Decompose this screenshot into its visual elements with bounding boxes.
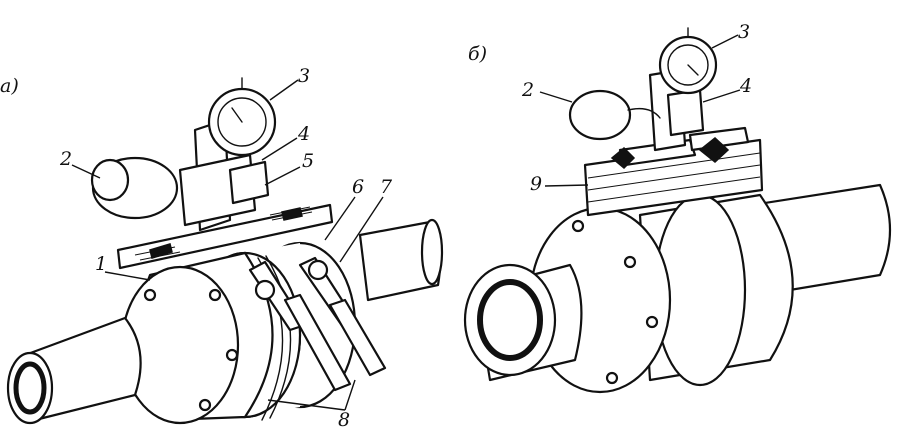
label-b-2: 2	[521, 79, 534, 101]
label-b-4: 4	[739, 75, 752, 97]
label-a-5: 5	[302, 150, 314, 172]
label-a-2: 2	[59, 148, 72, 170]
label-b-9: 9	[530, 173, 542, 195]
label-a-8: 8	[338, 409, 350, 431]
label-b-3: 3	[738, 21, 750, 43]
label-a-1: 1	[95, 253, 107, 275]
panel-a-title: а)	[0, 75, 19, 97]
label-a-3: 3	[298, 65, 310, 87]
panel-a-labels: а) 1 2 3 4 5 6 7 8	[0, 65, 393, 431]
panel-b-drawing	[463, 27, 892, 394]
label-a-7: 7	[380, 176, 393, 198]
panel-a-drawing	[6, 77, 444, 425]
panel-b-title: б)	[468, 43, 487, 65]
panel-b-labels: б) 2 3 4 9	[468, 21, 752, 195]
label-a-6: 6	[352, 176, 364, 198]
label-a-4: 4	[297, 123, 310, 145]
